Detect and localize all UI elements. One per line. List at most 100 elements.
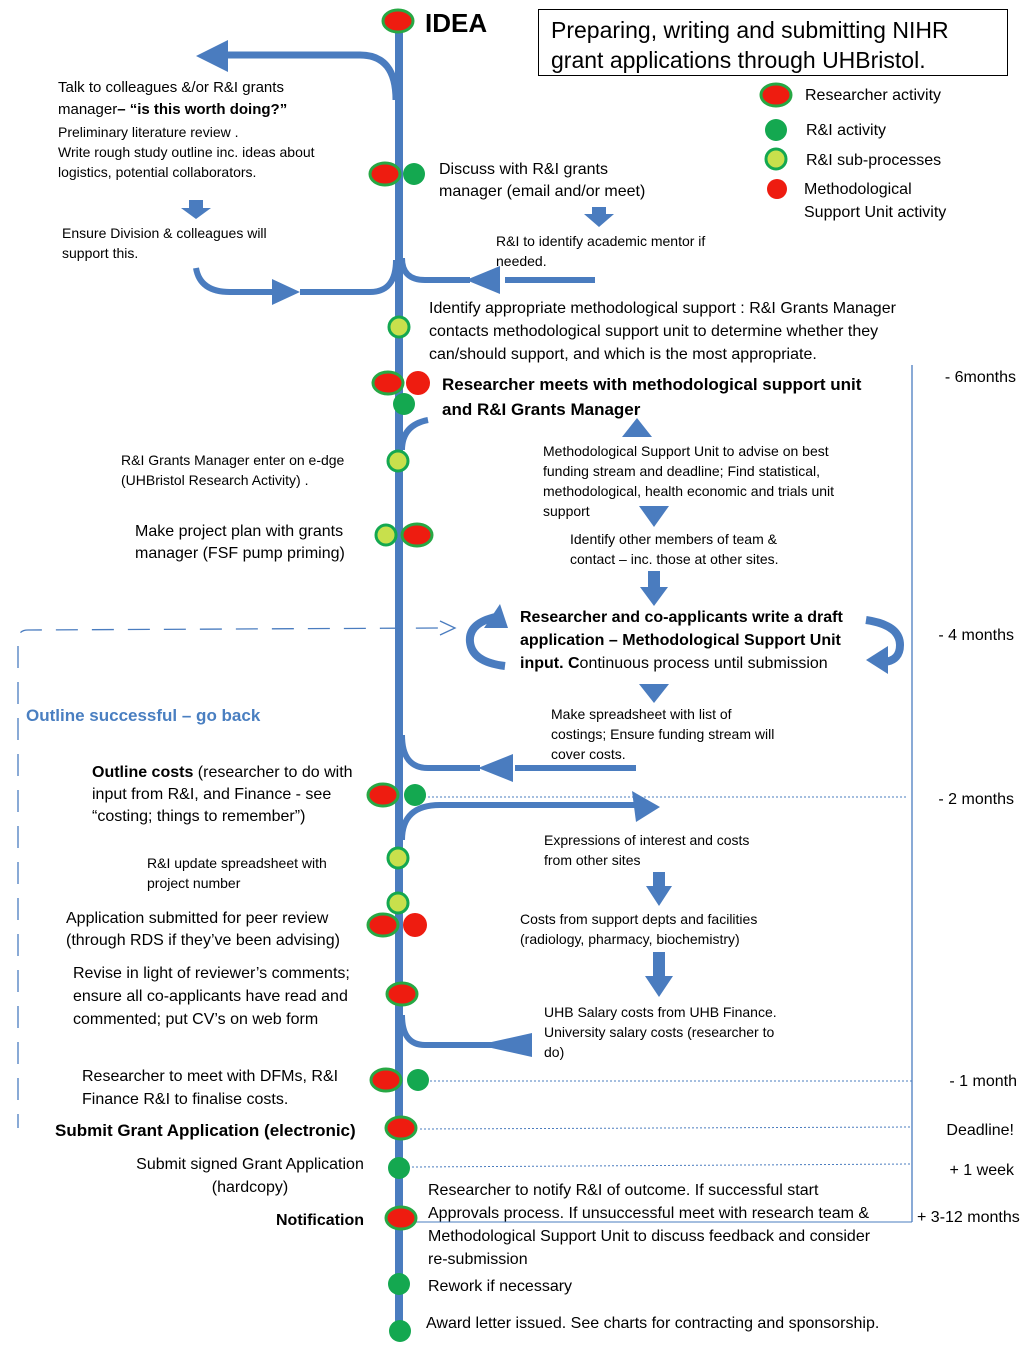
page-title: Preparing, writing and submitting NIHR g…: [538, 9, 1008, 76]
costs-rest: (researcher to do with: [193, 764, 353, 781]
draft-line-2: application – Methodological Support Uni…: [520, 632, 841, 649]
outline-line-1: Write rough study outline inc. ideas abo…: [58, 144, 315, 160]
signed-line-1: Submit signed Grant Application: [136, 1156, 364, 1173]
costs-bold: Outline costs: [92, 764, 194, 781]
identify-line-2: contacts methodological support unit to …: [429, 323, 879, 340]
loop-left: [465, 612, 506, 670]
idea-label: IDEA: [425, 8, 488, 38]
legend-ri-label: R&I activity: [806, 122, 887, 139]
arrow-down-draft: [640, 571, 668, 606]
rework-label: Rework if necessary: [428, 1278, 573, 1295]
spread-line-3: cover costs.: [551, 746, 626, 762]
salary-line-2: University salary costs (researcher to: [544, 1024, 775, 1040]
arrow-down-team: [639, 506, 669, 527]
branch-talk: [222, 51, 400, 101]
node-update-2: [386, 891, 410, 915]
talk-manager: manager: [58, 101, 118, 118]
team-line-2: contact – inc. those at other sites.: [570, 551, 779, 567]
node-signed: [388, 1157, 410, 1179]
branch-costs: [399, 802, 640, 841]
costs-line-2: input from R&I, and Finance - see: [92, 786, 332, 803]
eoi-line-1: Expressions of interest and costs: [544, 832, 750, 848]
edge-line-1: R&I Grants Manager enter on e-dge: [121, 452, 345, 468]
talk-question: – “is this worth doing?”: [117, 101, 288, 118]
salary-line-1: UHB Salary costs from UHB Finance.: [544, 1004, 777, 1020]
node-edge: [386, 449, 410, 473]
arrow-down-salary: [645, 952, 673, 997]
node-identify-support: [387, 315, 411, 339]
loop-right-head: [866, 646, 888, 674]
peer-line-1: Application submitted for peer review: [66, 910, 329, 927]
branch-division: [193, 267, 290, 295]
node-revise: [385, 981, 419, 1007]
revise-line-3: commented; put CV’s on web form: [73, 1011, 319, 1028]
node-dfm: [369, 1067, 429, 1093]
timeline-2months: - 2 months: [938, 791, 1014, 808]
draft-line-3: input. Continuous process until submissi…: [520, 654, 828, 675]
timeline-tick-deadline: [419, 1126, 913, 1130]
legend-sub-symbol: [764, 147, 788, 171]
support-line-2: (radiology, pharmacy, biochemistry): [520, 931, 740, 947]
plan-line-1: Make project plan with grants: [135, 523, 344, 540]
arrow-costs: [632, 791, 660, 822]
advise-line-2: funding stream and deadline; Find statis…: [543, 463, 821, 479]
advise-line-4: support: [543, 503, 590, 519]
timeline-4months: - 4 months: [938, 627, 1014, 644]
division-line-1: Ensure Division & colleagues will: [62, 225, 267, 241]
prelim-review: Preliminary literature review .: [58, 124, 239, 140]
feedback-loop: [17, 627, 441, 1128]
arrow-division: [272, 279, 300, 305]
timeline-1week: + 1 week: [949, 1162, 1014, 1179]
outcome-line-2: Approvals process. If unsuccessful meet …: [428, 1205, 870, 1222]
node-meeting: [371, 370, 430, 415]
arrow-talk: [196, 40, 228, 72]
talk-line-2: manager– “is this worth doing?”: [58, 100, 287, 120]
loop-right: [865, 616, 905, 666]
arrow-down-mentor: [584, 207, 614, 227]
draft-line-1: Researcher and co-applicants write a dra…: [520, 609, 843, 626]
legend-msu-symbol: [767, 179, 787, 199]
node-idea: [381, 8, 415, 34]
arrow-spreadsheet: [478, 754, 513, 782]
salary-line-3: do): [544, 1044, 565, 1060]
arrow-down-division: [181, 200, 211, 219]
curve-mentor-spine: [399, 257, 470, 283]
legend-msu-label-1: Methodological: [804, 181, 912, 198]
plan-line-2: manager (FSF pump priming): [135, 545, 345, 562]
legend-researcher-symbol: [759, 82, 793, 108]
timeline-tick-1w: [411, 1163, 913, 1168]
branch-salary: [399, 1014, 530, 1048]
meets-line-2: and R&I Grants Manager: [442, 400, 641, 419]
legend-ri-symbol: [765, 119, 787, 141]
node-award: [389, 1320, 411, 1342]
legend-sub-label: R&I sub-processes: [806, 152, 942, 169]
timeline-6months: - 6months: [944, 369, 1016, 386]
outcome-line-4: re-submission: [428, 1251, 528, 1268]
costs-line-3: “costing; things to remember”): [92, 808, 306, 825]
arrow-salary: [478, 1033, 532, 1057]
node-submit: [384, 1115, 418, 1141]
loop-left-head: [484, 604, 508, 628]
arrow-up-advise: [622, 418, 652, 437]
arrow-down-support: [646, 872, 672, 906]
discuss-line-2: manager (email and/or meet): [439, 183, 646, 200]
update-line-2: project number: [147, 875, 241, 891]
costs-line-1: Outline costs (researcher to do with: [92, 763, 353, 784]
update-line-1: R&I update spreadsheet with: [147, 855, 327, 871]
arrow-mentor: [466, 266, 500, 294]
branch-meeting: [399, 417, 429, 451]
notification-label: Notification: [276, 1212, 364, 1229]
eoi-line-2: from other sites: [544, 852, 641, 868]
node-rework: [388, 1273, 410, 1295]
discuss-line-1: Discuss with R&I grants: [439, 161, 608, 178]
peer-line-2: (through RDS if they’ve been advising): [66, 932, 340, 949]
identify-line-3: can/should support, and which is the mos…: [429, 346, 817, 363]
timeline-3-12months: + 3-12 months: [917, 1209, 1020, 1226]
feedback-loop-head: [439, 620, 457, 636]
legend-researcher-label: Researcher activity: [805, 87, 942, 104]
node-plan: [374, 522, 434, 548]
revise-line-2: ensure all co-applicants have read and: [73, 988, 348, 1005]
advise-line-1: Methodological Support Unit to advise on…: [543, 443, 829, 459]
spread-line-2: costings; Ensure funding stream will: [551, 726, 775, 742]
